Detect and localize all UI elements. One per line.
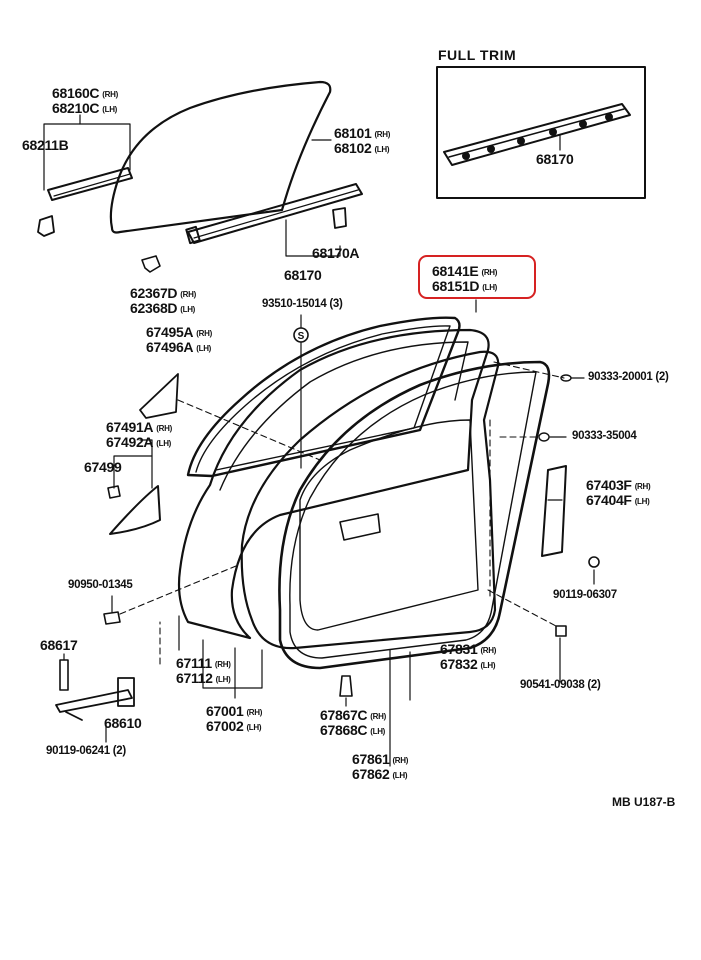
part-label-67403f: 67403F(RH) 67404F(LH)	[586, 477, 651, 508]
clip-68170a	[332, 207, 347, 229]
part-label-68160c: 68160C(RH) 68210C(LH)	[52, 85, 118, 116]
part-label-90541: 90541-09038 (2)	[520, 679, 601, 691]
part-label-67491a: 67491A(RH) 67492A(LH)	[106, 419, 172, 450]
screw-symbol-label: S	[298, 331, 305, 342]
bracket-62367d	[141, 255, 161, 273]
part-label-68211b: 68211B	[22, 137, 69, 153]
part-label-68610: 68610	[104, 715, 142, 731]
corner-piece-67495a	[139, 373, 179, 419]
part-label-67111: 67111(RH) 67112(LH)	[176, 655, 231, 686]
part-label-62367d: 62367D(RH) 62368D(LH)	[130, 285, 196, 316]
part-label-90333-20001: 90333-20001 (2)	[588, 371, 669, 383]
clip-90541	[555, 625, 567, 637]
part-label-93510: 93510-15014 (3)	[262, 298, 343, 310]
clip-67867c	[339, 675, 353, 697]
highlight-box	[418, 255, 536, 299]
belt-molding	[185, 183, 363, 245]
plug-90333-35004	[538, 432, 550, 442]
part-label-67495a: 67495A(RH) 67496A(LH)	[146, 324, 212, 355]
hinge-pin-68617	[59, 659, 69, 691]
full-trim-molding	[443, 103, 631, 166]
mirror-corner-cover	[109, 485, 161, 535]
part-label-68170a: 68170A	[312, 245, 360, 261]
part-label-68141e: 68141E(RH) 68151D(LH)	[432, 263, 498, 294]
full-trim-title: FULL TRIM	[438, 47, 517, 63]
part-label-67499: 67499	[84, 459, 122, 475]
part-label-90119-06307: 90119-06307	[553, 589, 617, 601]
part-label-90119-06241: 90119-06241 (2)	[46, 745, 126, 757]
door-outer-panel	[177, 328, 490, 640]
part-label-90950: 90950-01345	[68, 579, 133, 591]
channel-clip	[37, 215, 55, 237]
part-label-67001: 67001(RH) 67002(LH)	[206, 703, 263, 734]
bolt-90119-06307	[588, 556, 600, 568]
door-hinge	[55, 677, 135, 721]
part-label-90333-35004: 90333-35004	[572, 430, 637, 442]
part-label-67861: 67861(RH) 67862(LH)	[352, 751, 409, 782]
door-glass	[109, 80, 332, 234]
part-label-68101: 68101(RH) 68102(LH)	[334, 125, 391, 156]
full-trim-box	[436, 66, 646, 199]
part-label-67831: 67831(RH) 67832(LH)	[440, 641, 497, 672]
door-handle-recess	[339, 513, 381, 541]
door-check-67403f	[541, 465, 567, 557]
cover-67499	[107, 485, 121, 499]
part-label-68617: 68617	[40, 637, 78, 653]
part-label-68170-trim: 68170	[536, 151, 574, 167]
glass-run-channel	[47, 167, 133, 201]
door-opening-trim	[278, 360, 551, 670]
diagram-code: MB U187-B	[612, 795, 676, 809]
part-label-67867c: 67867C(RH) 67868C(LH)	[320, 707, 386, 738]
grommet-90950	[103, 611, 121, 625]
door-weatherstrip	[186, 316, 461, 478]
door-inner-panel	[240, 350, 500, 650]
part-label-68170: 68170	[284, 267, 322, 283]
